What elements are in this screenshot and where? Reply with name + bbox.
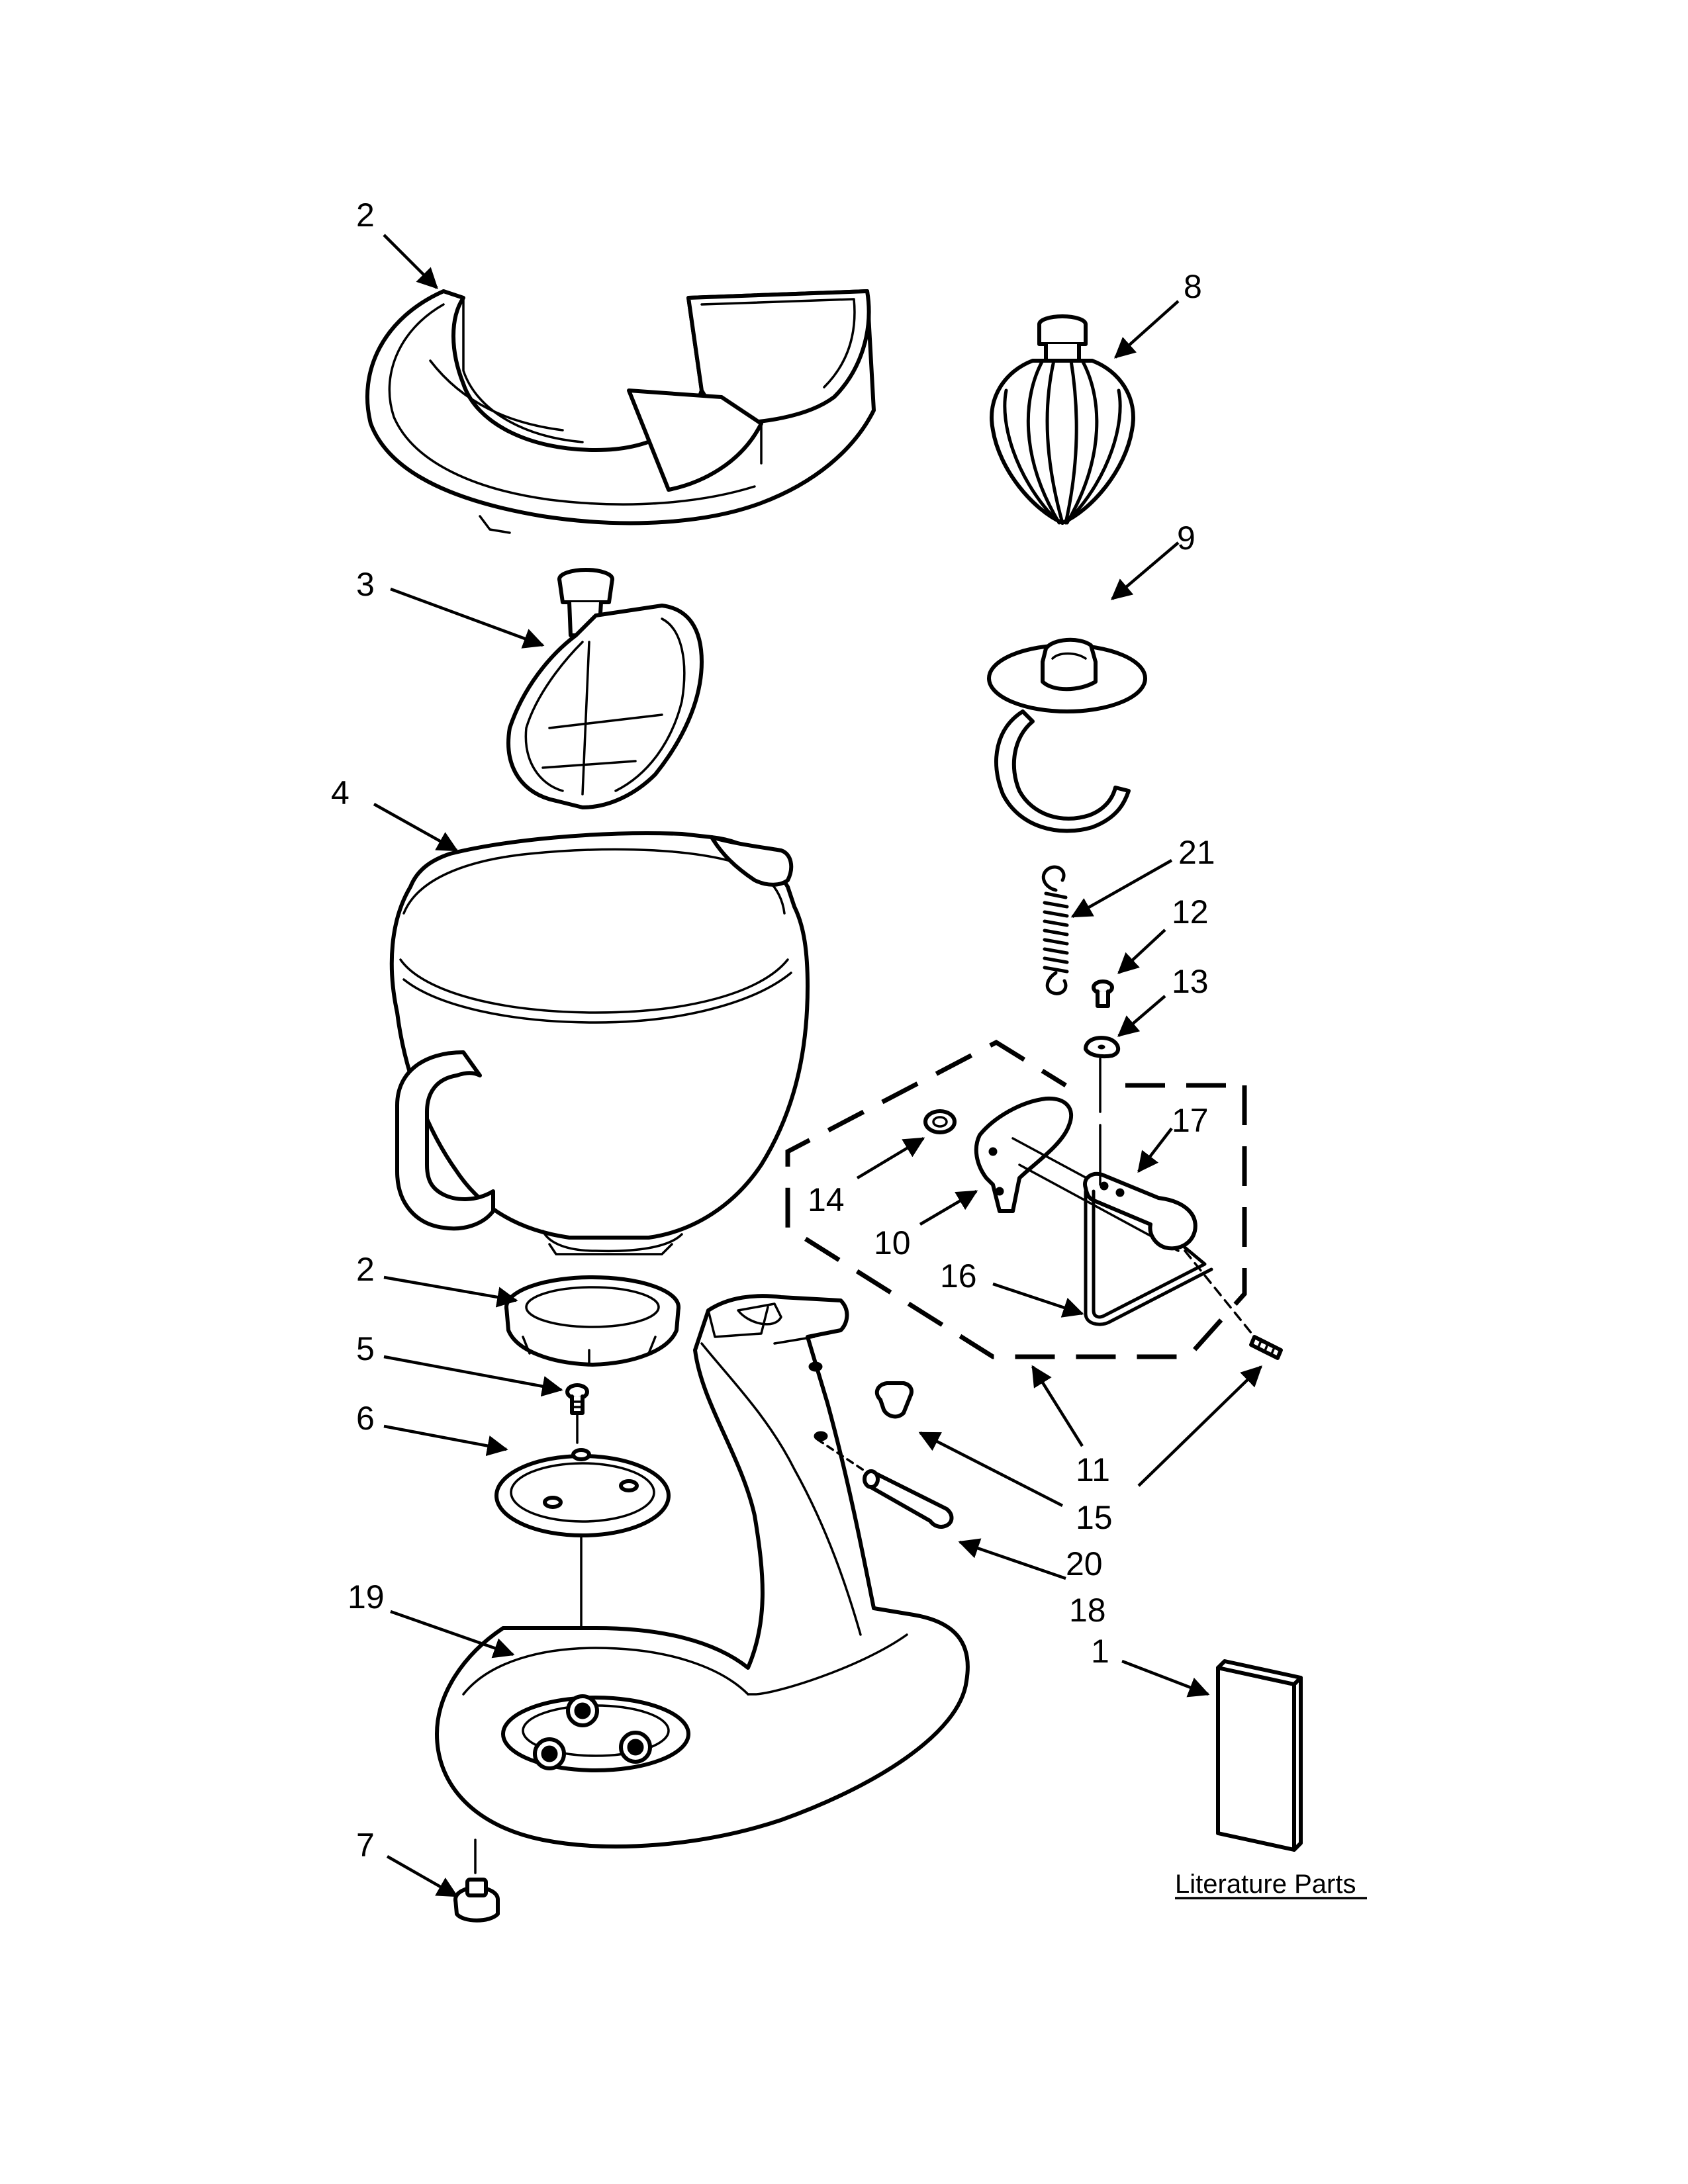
wire-whip-part <box>990 314 1135 525</box>
washer-14-part <box>923 1109 957 1134</box>
bowl-clamp-ring-part <box>504 1275 680 1367</box>
literature-booklet-part <box>1216 1659 1303 1852</box>
callout-18: 18 <box>1069 1592 1106 1629</box>
clip-20-part <box>874 1381 914 1419</box>
pin-15-part <box>1184 1250 1283 1360</box>
callout-19: 19 <box>348 1578 385 1615</box>
callout-12: 12 <box>1172 893 1209 931</box>
lever-17-part <box>1083 1124 1197 1251</box>
callout-3: 3 <box>356 566 375 603</box>
leader-lines <box>373 234 1262 1897</box>
callout-21: 21 <box>1178 834 1215 871</box>
callout-6: 6 <box>356 1400 375 1437</box>
callout-5: 5 <box>356 1330 375 1367</box>
callout-2-lower: 2 <box>356 1251 375 1288</box>
clamp-plate-part <box>494 1448 671 1669</box>
callout-2-top: 2 <box>356 197 375 234</box>
callout-labels: 2 8 3 9 4 21 12 13 17 14 10 16 2 5 11 6 … <box>331 197 1215 1864</box>
literature-parts-caption: Literature Parts <box>1175 1870 1356 1899</box>
mixer-base-part <box>435 1294 970 1848</box>
callout-11: 11 <box>1076 1451 1110 1488</box>
pouring-shield-part <box>365 289 876 534</box>
literature-caption: Literature Parts <box>1175 1870 1367 1899</box>
callout-10: 10 <box>874 1224 911 1261</box>
callout-1: 1 <box>1091 1633 1109 1670</box>
rubber-foot-part <box>453 1839 500 1923</box>
callout-4: 4 <box>331 774 350 811</box>
hinge-pin-18-part <box>816 1438 954 1529</box>
callout-14: 14 <box>808 1181 845 1218</box>
callout-20: 20 <box>1066 1545 1103 1582</box>
callout-8: 8 <box>1184 268 1202 305</box>
screw-12-part <box>1092 979 1114 1008</box>
screw-5-part <box>565 1383 589 1444</box>
callout-13: 13 <box>1172 963 1209 1000</box>
glass-bowl-part <box>389 831 810 1255</box>
callout-7: 7 <box>356 1827 375 1864</box>
callout-16: 16 <box>940 1257 977 1295</box>
rod-16-part <box>1084 1189 1213 1326</box>
spring-part <box>1041 865 1069 995</box>
dough-hook-part <box>987 637 1147 833</box>
callout-9: 9 <box>1177 520 1196 557</box>
callout-17: 17 <box>1172 1102 1209 1139</box>
flat-beater-part <box>506 568 704 809</box>
washer-13-part <box>1084 1036 1121 1113</box>
lift-assembly-boundary <box>785 1039 1247 1359</box>
callout-15: 15 <box>1076 1499 1113 1536</box>
